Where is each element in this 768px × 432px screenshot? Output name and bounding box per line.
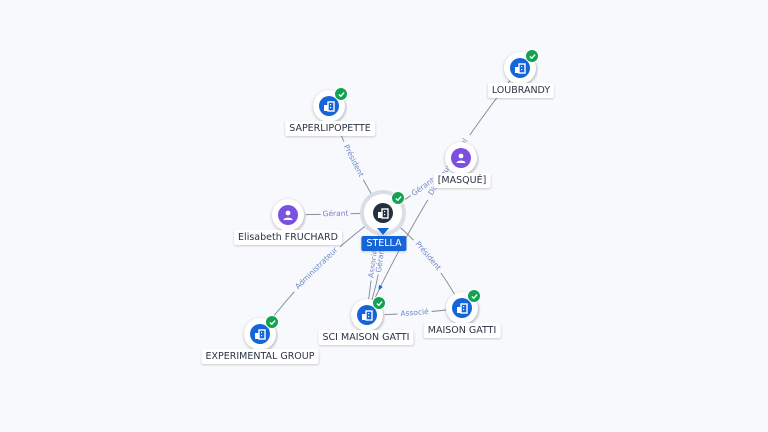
node-fruchard[interactable] [272, 199, 304, 231]
verified-check-icon [525, 49, 539, 63]
person-icon [451, 148, 471, 168]
center-pin [377, 228, 389, 235]
edge-label-background [410, 236, 446, 276]
edge-label-background [320, 208, 351, 220]
node-masque[interactable] [445, 142, 477, 174]
edge-label: Administrateur [293, 245, 340, 291]
node-loubrandy[interactable] [504, 49, 539, 84]
company-icon [510, 58, 530, 78]
edge-arrowhead [378, 284, 383, 291]
node-stella[interactable] [364, 191, 405, 232]
edge-label: Gérant [374, 246, 386, 273]
company-icon [250, 324, 270, 344]
company-icon [452, 298, 472, 318]
verified-check-icon [391, 191, 405, 205]
node-experimental-group[interactable] [244, 315, 279, 350]
node-label-loubrandy[interactable]: LOUBRANDY [487, 83, 555, 98]
edge-label: Président [414, 239, 443, 272]
verified-check-icon [372, 296, 386, 310]
edge-label-background [373, 244, 388, 276]
person-icon [278, 205, 298, 225]
company-icon [357, 305, 377, 325]
node-label-experimental-group[interactable]: EXPERIMENTAL GROUP [201, 349, 319, 364]
company-icon [319, 96, 339, 116]
node-saperlipopette[interactable] [313, 87, 348, 122]
edge-label-background [339, 139, 368, 183]
company-icon [373, 203, 393, 223]
node-label-saperlipopette[interactable]: SAPERLIPOPETTE [285, 121, 375, 136]
edge-loubrandy-sci_gatti [366, 67, 521, 316]
node-label-stella[interactable]: STELLA [361, 236, 407, 251]
node-sci-maison-gatti[interactable] [351, 296, 386, 331]
verified-check-icon [265, 315, 279, 329]
edge-label-group: Administrateur [290, 242, 343, 295]
edge-label: Président [342, 143, 366, 178]
edge-label-background [408, 174, 439, 200]
edge-label-group: Président [410, 236, 446, 276]
edge-label-group: Gérant [320, 208, 351, 220]
node-label-fruchard[interactable]: Elisabeth FRUCHARD [234, 230, 342, 245]
edge-label-group: Président [339, 139, 368, 183]
verified-check-icon [467, 289, 481, 303]
verified-check-icon [334, 87, 348, 101]
edge-label-group: Associé [397, 306, 432, 320]
node-label-maison-gatti[interactable]: MAISON GATTI [423, 323, 501, 338]
edge-label: Associé [400, 307, 429, 318]
node-maison-gatti[interactable] [446, 289, 481, 324]
node-label-sci-maison-gatti[interactable]: SCI MAISON GATTI [318, 330, 414, 345]
node-label-masque[interactable]: [MASQUÉ] [433, 173, 491, 188]
edge-label-background [397, 306, 432, 320]
edge-label: Gérant [322, 209, 348, 219]
edge-label-background [290, 242, 343, 295]
edge-label-group: Gérant [373, 244, 388, 276]
